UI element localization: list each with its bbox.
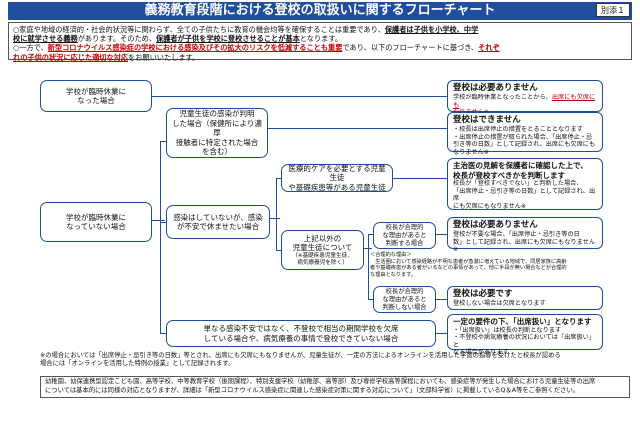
connector [436, 299, 447, 300]
node-anxiety-only: 単なる感染不安ではなく、不登校で相当の期間学校を欠席 している場合や、病気療養の… [166, 320, 436, 347]
result-no-need-reason: 登校は必要ありません 登校が不要な場合、「出席停止・忌引き等の日 数」として記録… [447, 217, 603, 253]
result-item: ・「出席扱い」は校長の判断となります [453, 326, 562, 334]
intro-emphasis: それぞ [478, 43, 500, 53]
node-not-infected: 感染はしていないが、感染 が不安で休ませたい場合 [166, 205, 270, 239]
connector [276, 178, 277, 250]
node-not-infected-text: 感染はしていないが、感染 が不安で休ませたい場合 [173, 212, 263, 232]
result-item: ・校長は出席停止の措置をとることとなります [453, 126, 583, 133]
connector [368, 234, 369, 300]
node-other-students: 上記以外の 児童生徒について （※基礎疾患児童生徒、 病気療養児を除く） [281, 230, 364, 270]
intro-text: ○家庭や地域の経済的・社会的状況等に関わらず、全ての子供たちに教育の機会均等を確… [13, 25, 385, 34]
page-title-text: 義務教育段階における登校の取扱いに関するフローチャート [144, 3, 496, 18]
page-title: 義務教育段階における登校の取扱いに関するフローチャート [8, 2, 632, 20]
intro-text: であり、以下のフローチャートに基づき、 [342, 43, 479, 53]
intro-emphasis: 校に就学させる義務 [13, 34, 78, 44]
result-heading: 登校は必要です [453, 289, 513, 299]
connector [268, 128, 447, 129]
node-closed-text: 学校が臨時休業に なった場合 [66, 86, 126, 106]
intro-text: ○一方で、 [13, 43, 48, 53]
intro-text: があります。そのため、 [77, 34, 157, 44]
intro-emphasis: 保護者が子供を学校に登校させることが基本 [156, 34, 300, 44]
result-must-attend: 登校は必要です 登校しない場合は欠席となります [447, 286, 603, 310]
node-medical-care: 医療的ケアを必要とする児童生徒 や基礎疾患等がある児童生徒 [281, 164, 393, 192]
node-medical-care-text: 医療的ケアを必要とする児童生徒 や基礎疾患等がある児童生徒 [288, 163, 386, 192]
intro-emphasis: 新型コロナウイルス感染症の学校における感染及びその拡大のリスクを低減することも重… [47, 43, 343, 53]
result-body: 登校が不要な場合、「出席停止・忌引き等の日 数」として記録され、出席にも欠席にも… [453, 231, 596, 254]
result-item: ・不登校や病気療養の状況においては「出席扱い」と なる場合があります [453, 334, 596, 357]
intro-emphasis: 保護者は子供を小学校、中学 [384, 25, 479, 34]
intro-emphasis: れの子供の状況に応じた適切な対応 [13, 52, 129, 62]
result-heading: 登校は必要ありません [453, 83, 538, 93]
connector [160, 141, 161, 334]
node-infected: 児童生徒の感染が判明 した場合（保健所により濃厚 接触者に特定された場合 を含む… [166, 108, 268, 158]
node-principal-yes: 校長が合理的 な理由があると 判断する場合 [373, 222, 436, 249]
node-principal-no-text: 校長が合理的 な理由があると 判断しない場合 [382, 287, 427, 311]
intro-text: をお願いいたします。 [128, 52, 200, 62]
intro-text: となります。 [299, 34, 343, 44]
connector [160, 333, 166, 334]
connector [152, 220, 165, 221]
rational-reason-note: ＜合理的な理由＞ 生活圏において感染経路が不明な患者が急激に増えている地域で、同… [370, 252, 602, 282]
connector [436, 234, 447, 235]
connector [368, 299, 373, 300]
node-anxiety-only-text: 単なる感染不安ではなく、不登校で相当の期間学校を欠席 している場合や、病気療養の… [203, 324, 399, 343]
intro-box: ○家庭や地域の経済的・社会的状況等に関わらず、全ての子供たちに教育の機会均等を確… [8, 22, 632, 62]
rational-reason-text: ＜合理的な理由＞ 生活圏において感染経路が不明な患者が急激に増えている地域で、同… [370, 252, 567, 278]
result-heading: 登校は必要ありません [453, 220, 538, 230]
annex-label: 別添１ [596, 3, 630, 17]
connector [368, 234, 373, 235]
node-other-students-sub: （※基礎疾患児童生徒、 病気療養児を除く） [292, 252, 353, 266]
result-attendance-treatment: 一定の要件の下、「出席扱い」となります ・「出席扱い」は校長の判断となります ・… [447, 314, 603, 356]
result-heading: 一定の要件の下、「出席扱い」となります [453, 317, 592, 326]
result-items: ・校長は出席停止の措置をとることとなります ・出席停止の措置が取られた場合、「出… [453, 126, 597, 156]
connector [160, 141, 166, 142]
result-cannot-attend: 登校はできません ・校長は出席停止の措置をとることとなります ・出席停止の措置が… [447, 112, 603, 156]
result-doctor-opinion: 主治医の見解を保護者に確認した上で、 校長が登校すべきかを判断します 校長が「登… [447, 158, 603, 210]
result-items: ・「出席扱い」は校長の判断となります ・不登校や病気療養の状況においては「出席扱… [453, 327, 597, 357]
footnote-text: ※の場合においては「出席停止・忌引き等の日数」等とされ、出席にも欠席にもなりませ… [40, 352, 561, 367]
result-body: 学校が臨時休業となったことから、 [453, 94, 552, 101]
connector [160, 222, 166, 223]
footnote: ※の場合においては「出席停止・忌引き等の日数」等とされ、出席にも欠席にもなりませ… [40, 352, 630, 368]
result-item: ・出席停止の措置が取られた場合、「出席停止・忌 引き等の日数」として記録され、出… [453, 133, 596, 156]
node-principal-no: 校長が合理的 な理由があると 判断しない場合 [373, 286, 436, 313]
connector [276, 250, 281, 251]
node-open: 学校が臨時休業に なっていない場合 [40, 202, 152, 242]
node-principal-yes-text: 校長が合理的 な理由があると 判断する場合 [382, 223, 427, 247]
node-closed: 学校が臨時休業に なった場合 [40, 80, 152, 112]
node-open-text: 学校が臨時休業に なっていない場合 [66, 212, 126, 232]
result-heading: 登校はできません [453, 115, 521, 125]
connector [270, 218, 280, 219]
connector [276, 178, 281, 179]
result-no-need-closed: 登校は必要ありません 学校が臨時休業となったことから、出席にも欠席にも なりませ… [447, 80, 603, 116]
connector [152, 96, 447, 97]
connector [436, 333, 447, 334]
result-body: 登校しない場合は欠席となります [453, 300, 546, 307]
result-body: 校長が「登校すべきでない」と判断した場合、 「出席停止・忌引き等の日数」として記… [453, 180, 596, 210]
footer-text: 幼稚園、幼保連携型認定こども園、高等学校、中等教育学校（後期課程）、特別支援学校… [45, 378, 596, 394]
connector [393, 178, 447, 179]
node-other-students-text: 上記以外の 児童生徒について [292, 233, 353, 253]
node-infected-text: 児童生徒の感染が判明 した場合（保健所により濃厚 接触者に特定された場合 を含む… [172, 109, 262, 157]
result-heading: 主治医の見解を保護者に確認した上で、 校長が登校すべきかを判断します [453, 161, 588, 180]
footer-box: 幼稚園、幼保連携型認定こども園、高等学校、中等教育学校（後期課程）、特別支援学校… [40, 376, 630, 398]
